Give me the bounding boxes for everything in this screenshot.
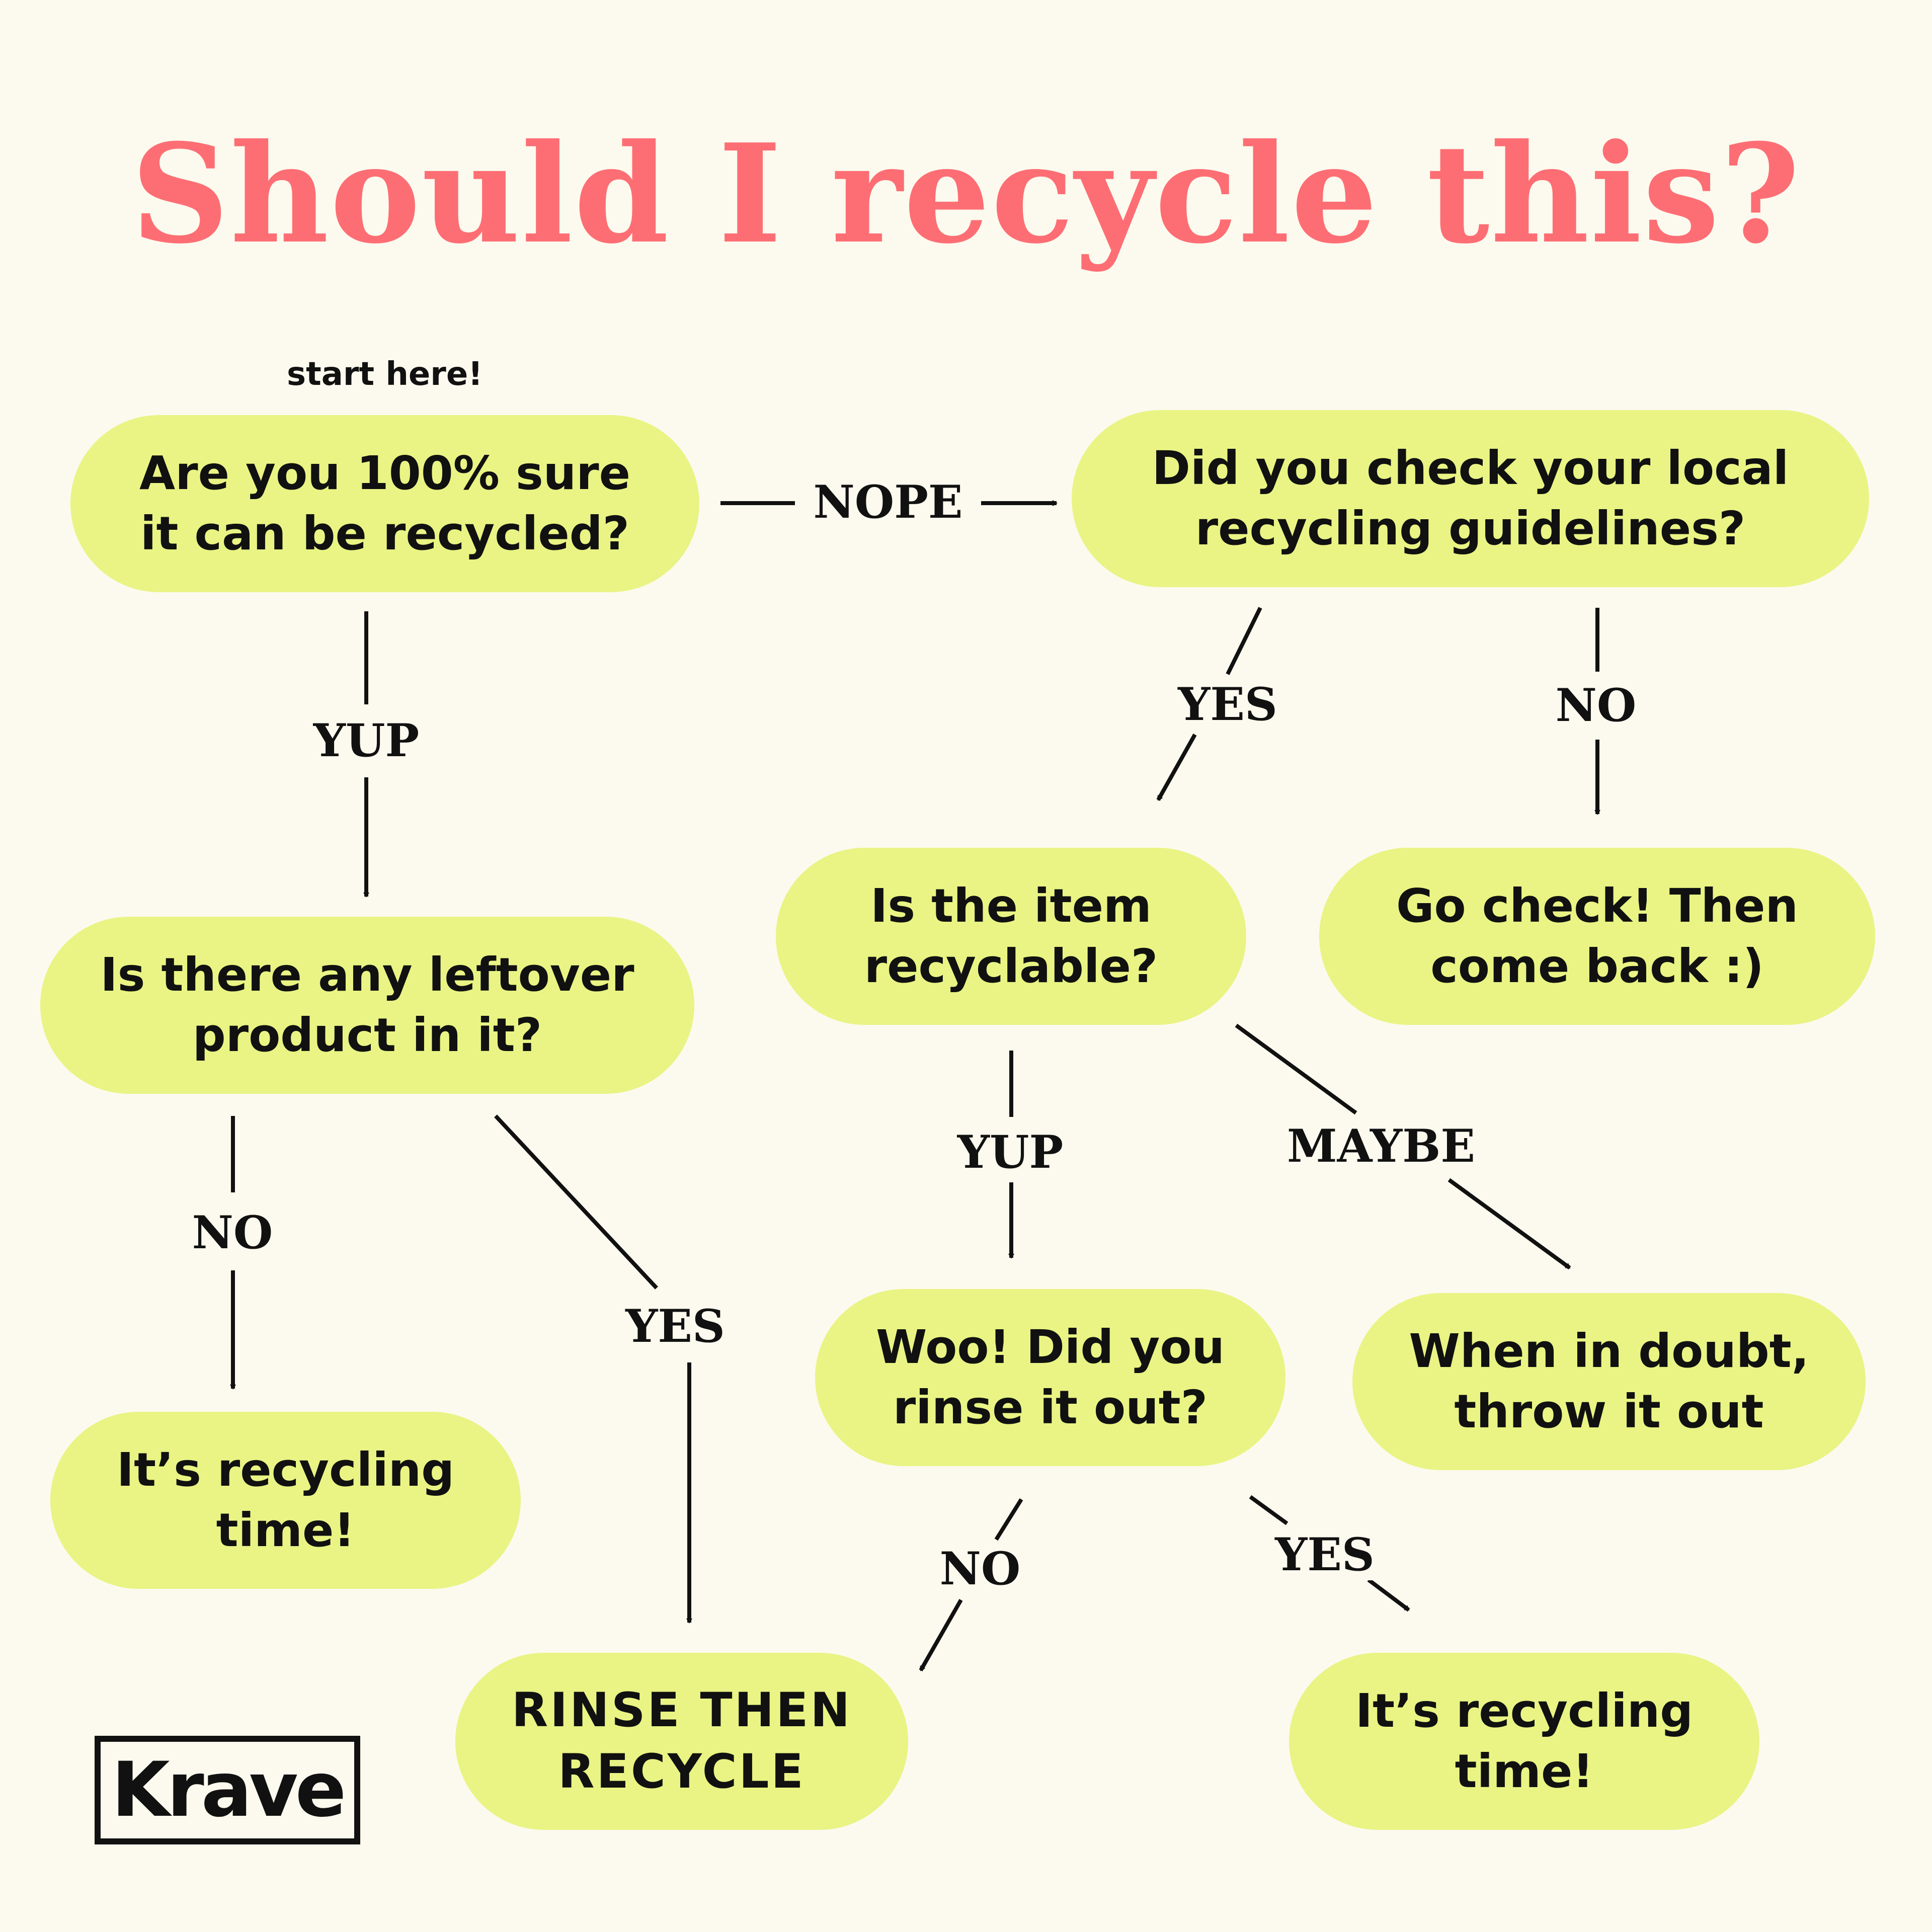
edge-maybe-line-b: [1447, 1178, 1571, 1270]
edge-label-yes-1: YES: [1171, 679, 1284, 730]
edge-yes3-line-b: [1367, 1578, 1410, 1612]
edge-no3-line-b: [919, 1599, 963, 1671]
page-title: Should I recycle this?: [131, 114, 1801, 274]
node-item-recyclable: Is the item recyclable?: [776, 848, 1246, 1025]
start-note: start here!: [287, 356, 483, 393]
edge-yes2-line-a: [494, 1114, 658, 1290]
edge-yes1-line-b: [1156, 734, 1197, 801]
edge-label-no-2: NO: [185, 1207, 280, 1258]
edge-yes3-line-a: [1249, 1495, 1289, 1525]
node-sure-recyclable: Are you 100% sure it can be recycled?: [70, 415, 699, 592]
edge-label-yes-3: YES: [1268, 1529, 1382, 1580]
edge-label-yes-2: YES: [618, 1301, 732, 1352]
edge-maybe-line-a: [1235, 1023, 1357, 1115]
node-recycling-time-2: It’s recycling time!: [1289, 1653, 1759, 1830]
edge-label-nope: NOPE: [806, 476, 970, 528]
node-rinse-then-recycle: RINSE THEN RECYCLE: [455, 1653, 908, 1830]
edge-label-yup-1: YUP: [306, 715, 427, 766]
edge-no3-line-a: [994, 1498, 1023, 1541]
edge-label-yup-2: YUP: [950, 1126, 1071, 1178]
edge-yes1-line-a: [1226, 607, 1262, 675]
krave-logo: Krave: [95, 1736, 360, 1844]
edge-label-no-1: NO: [1548, 680, 1644, 731]
node-go-check: Go check! Then come back :): [1319, 848, 1875, 1025]
node-rinse-question: Woo! Did you rinse it out?: [815, 1289, 1285, 1466]
node-when-in-doubt: When in doubt, throw it out: [1352, 1293, 1866, 1470]
node-recycling-time-1: It’s recycling time!: [50, 1412, 521, 1589]
node-leftover-product: Is there any leftover product in it?: [40, 917, 694, 1094]
edge-label-maybe: MAYBE: [1280, 1120, 1482, 1172]
node-local-guidelines: Did you check your local recycling guide…: [1072, 410, 1869, 587]
edge-label-no-3: NO: [932, 1543, 1028, 1594]
